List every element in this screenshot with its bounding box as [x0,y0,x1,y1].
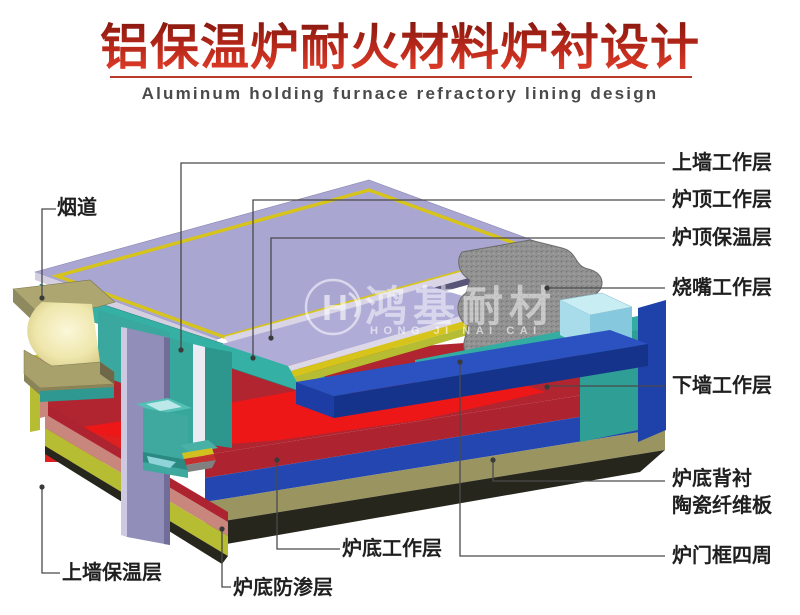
leader-bottom-backing [492,460,665,482]
logo-letter: H [322,287,348,328]
label-upper-wall-insulation: 上墙保温层 [62,562,162,584]
label-lower-wall-working: 下墙工作层 [672,375,772,397]
label-roof-working: 炉顶工作层 [672,189,772,211]
leader-bottom-seepage [221,529,231,588]
door-sill [136,398,218,478]
label-door-frame: 炉门框四周 [672,545,772,567]
label-bottom-seepage: 炉底防渗层 [233,577,333,599]
page-title: 铝保温炉耐火材料炉衬设计 [0,8,800,79]
label-bottom-working: 炉底工作层 [342,538,442,560]
label-roof-insulation: 炉顶保温层 [672,227,772,249]
label-upper-wall-working: 上墙工作层 [672,152,772,174]
flue-bore [27,302,101,366]
page-subtitle: Aluminum holding furnace refractory lini… [141,84,659,103]
title-divider [110,76,692,78]
logo-circle-icon [304,278,362,336]
label-burner-working: 烧嘴工作层 [672,277,772,299]
label-bottom-backing-1: 炉底背衬 [672,468,752,490]
watermark-name-cn: 鸿基耐材 [365,283,557,330]
leader-bottom-working [276,460,340,550]
leader-dots [39,285,550,532]
leader-roof-working [252,199,665,358]
leader-roof-insulation [270,237,665,338]
door-frame-beam [296,330,648,418]
roof-step-layers [222,286,506,384]
leader-door-frame [459,362,665,557]
leader-upper-wall-insulation [41,487,60,574]
watermark-name-en: HONG JI NAI CAI [370,325,542,337]
label-bottom-backing-2: 陶瓷纤维板 [672,495,772,517]
leader-lines [41,162,665,588]
leader-upper-wall-working [180,162,665,350]
leader-flue [41,208,56,298]
bottom-lining-bands-right [205,382,665,546]
watermark-logo: H 鸿基耐材 HONG JI NAI CAI [304,278,557,337]
label-flue: 烟道 [57,197,97,219]
